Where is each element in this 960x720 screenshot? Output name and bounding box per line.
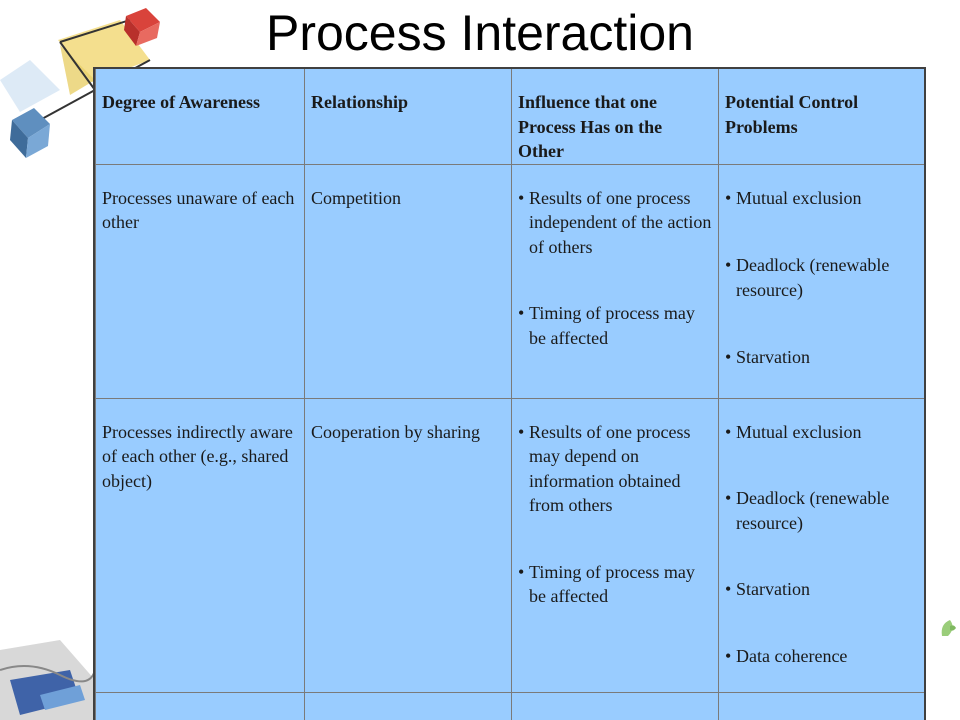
list-item: Timing of process may be affected: [518, 560, 712, 609]
cell-relationship: Cooperation by sharing: [304, 397, 512, 693]
header-degree-of-awareness: Degree of Awareness: [95, 69, 305, 165]
table-row: Processes unaware of each other Competit…: [95, 163, 924, 399]
influence-list: Results of one process independent of th…: [518, 186, 712, 351]
relationship-text: Competition: [311, 187, 401, 208]
problems-list: Mutual exclusion Deadlock (renewable res…: [725, 186, 918, 370]
cell-influence: Results of one process independent of th…: [511, 163, 719, 399]
cell-problems: Mutual exclusion Deadlock (renewable res…: [718, 163, 924, 399]
list-item: Starvation: [725, 345, 918, 370]
cell-empty: [304, 691, 512, 720]
list-item: Timing of process may be affected: [518, 301, 712, 350]
process-interaction-table-frame: Degree of Awareness Relationship Influen…: [93, 67, 926, 720]
list-item: Data coherence: [725, 644, 918, 669]
slide-title: Process Interaction: [266, 5, 694, 61]
cell-empty: [511, 691, 719, 720]
process-interaction-table: Degree of Awareness Relationship Influen…: [95, 69, 924, 720]
list-item: Deadlock (renewable resource): [725, 253, 918, 302]
table-row: [95, 691, 924, 720]
relationship-text: Cooperation by sharing: [311, 421, 480, 442]
cell-problems: Mutual exclusion Deadlock (renewable res…: [718, 397, 924, 693]
influence-list: Results of one process may depend on inf…: [518, 420, 712, 609]
clipart-bottom-left-decoration: [0, 640, 95, 720]
problems-list: Mutual exclusion Deadlock (renewable res…: [725, 420, 918, 669]
header-potential-control-problems: Potential Control Problems: [718, 69, 924, 165]
cell-relationship: Competition: [304, 163, 512, 399]
header-influence: Influence that one Process Has on the Ot…: [511, 69, 719, 165]
cell-awareness: Processes indirectly aware of each other…: [95, 397, 305, 693]
cell-awareness: Processes unaware of each other: [95, 163, 305, 399]
list-item: Deadlock (renewable resource): [725, 486, 918, 535]
awareness-text: Processes indirectly aware of each other…: [102, 421, 293, 491]
list-item: Mutual exclusion: [725, 186, 918, 211]
header-relationship: Relationship: [304, 69, 512, 165]
cell-empty: [95, 691, 305, 720]
table-header-row: Degree of Awareness Relationship Influen…: [95, 69, 924, 165]
cell-empty: [718, 691, 924, 720]
list-item: Results of one process may depend on inf…: [518, 420, 712, 518]
leaf-icon: [941, 620, 956, 636]
table-row: Processes indirectly aware of each other…: [95, 397, 924, 693]
awareness-text: Processes unaware of each other: [102, 187, 295, 233]
cell-influence: Results of one process may depend on inf…: [511, 397, 719, 693]
clipart-bottom-left-icon: [0, 640, 95, 720]
leaf-decoration: [938, 616, 958, 640]
list-item: Mutual exclusion: [725, 420, 918, 445]
list-item: Results of one process independent of th…: [518, 186, 712, 260]
list-item: Starvation: [725, 577, 918, 602]
